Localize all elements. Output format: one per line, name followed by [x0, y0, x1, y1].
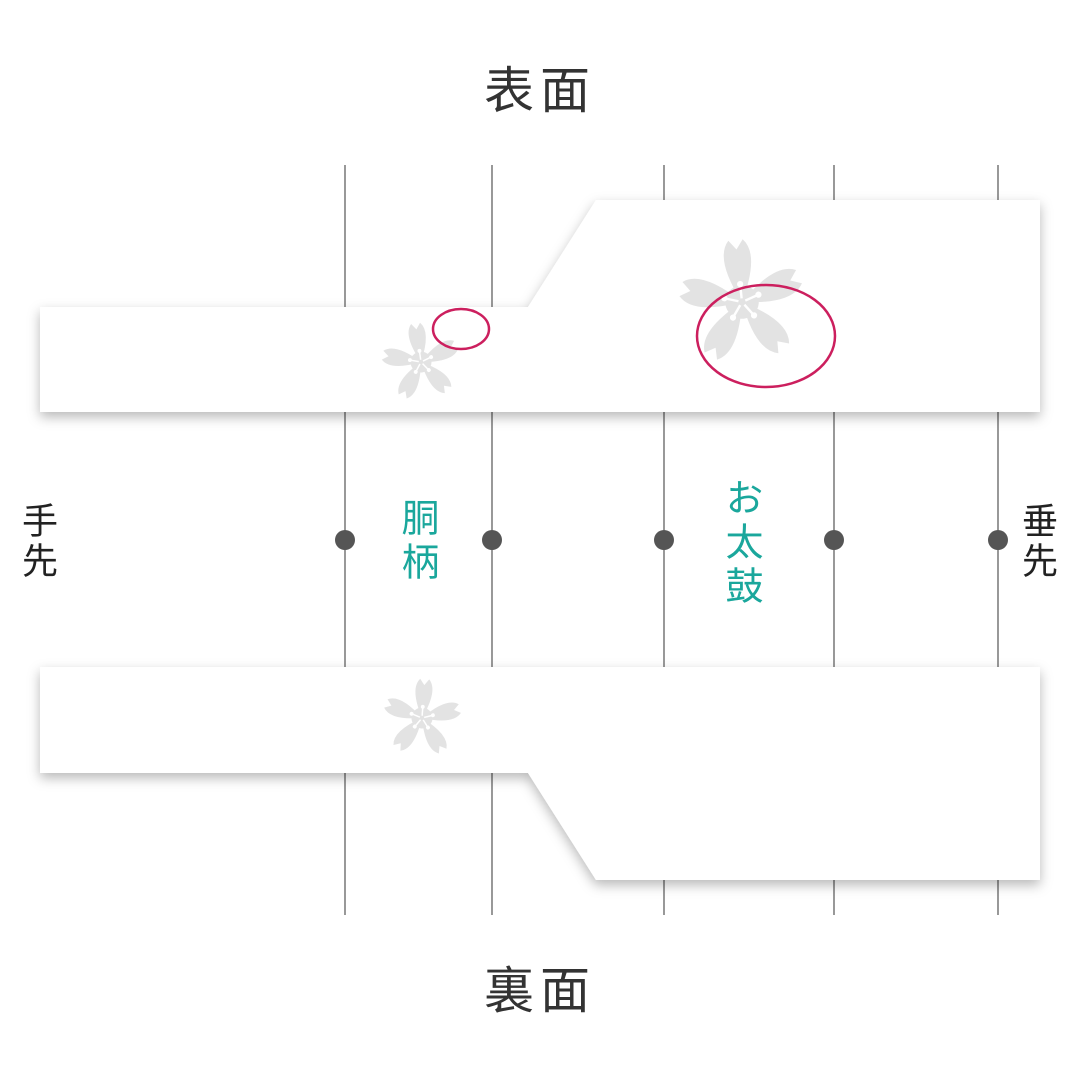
body-pattern-label: 胴柄	[395, 498, 439, 586]
highlight-ellipse-otaiko	[695, 283, 837, 389]
otaiko-label: お太鼓	[719, 478, 763, 610]
marker-dot	[335, 530, 355, 550]
marker-dot	[482, 530, 502, 550]
marker-dot	[988, 530, 1008, 550]
tareaki-label: 垂先	[1016, 502, 1057, 582]
obi-front-shape	[40, 200, 1040, 412]
back-side-title: 裏面	[484, 962, 596, 1020]
front-side-title: 表面	[484, 62, 596, 120]
marker-dot	[654, 530, 674, 550]
highlight-ellipse-body	[431, 307, 491, 351]
marker-dot	[824, 530, 844, 550]
tesaki-label: 手先	[16, 502, 57, 582]
obi-back-shape	[40, 667, 1040, 880]
